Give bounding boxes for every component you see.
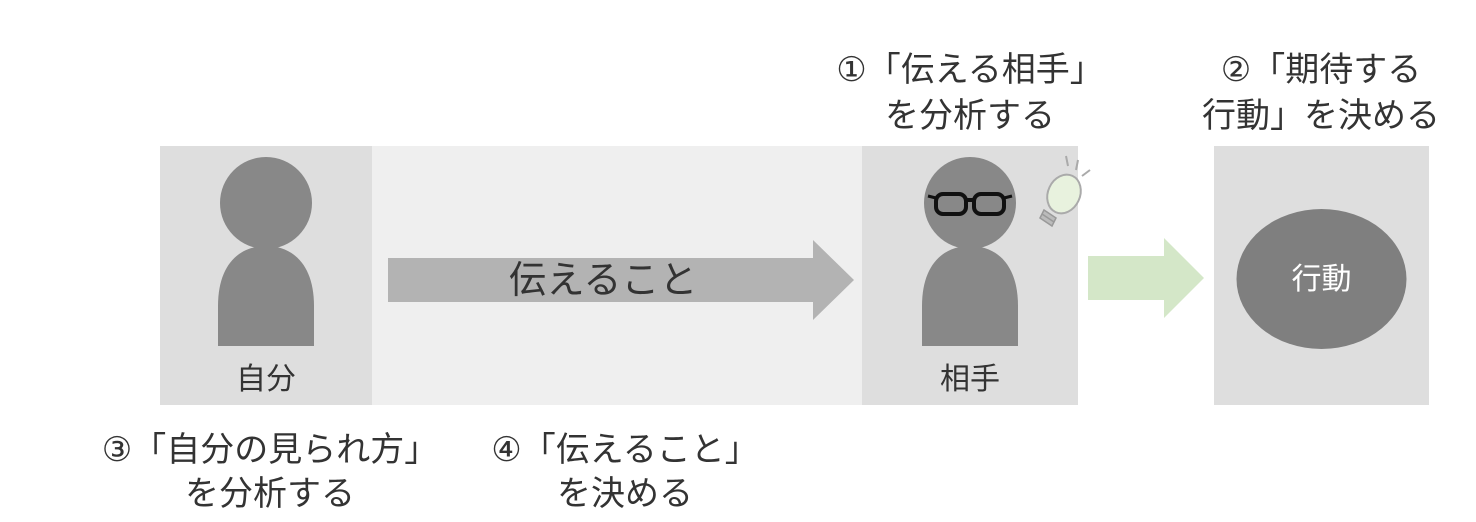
lightbulb-icon xyxy=(1039,155,1091,228)
partner-label: 相手 xyxy=(940,362,1000,397)
glasses-icon xyxy=(927,192,1013,216)
step1-caption-line2: を分析する xyxy=(885,96,1055,136)
right-arrow-icon xyxy=(388,240,854,320)
action-label: 行動 xyxy=(1291,262,1352,297)
step2-caption-line2: 行動」を決める xyxy=(1202,96,1440,136)
step2-caption-line1: ②「期待する xyxy=(1220,50,1422,90)
step3-caption-line1: ③「自分の見られ方」 xyxy=(101,430,439,470)
person-with-glasses-icon xyxy=(922,157,1018,346)
action-box: 行動 xyxy=(1214,146,1429,405)
self-label: 自分 xyxy=(236,362,296,397)
step1-caption-line1: ①「伝える相手」 xyxy=(836,50,1104,90)
self-box: 自分 xyxy=(160,146,372,405)
step4-caption-line2: を決める xyxy=(557,474,693,514)
person-icon xyxy=(218,157,314,346)
partner-box: 相手 xyxy=(862,146,1078,405)
message-label: 伝えること xyxy=(508,258,698,302)
step4-caption-line1: ④「伝えること」 xyxy=(491,430,759,470)
step3-caption-line2: を分析する xyxy=(185,474,355,514)
right-arrow-icon xyxy=(1088,238,1204,318)
action-ellipse xyxy=(1236,209,1407,349)
